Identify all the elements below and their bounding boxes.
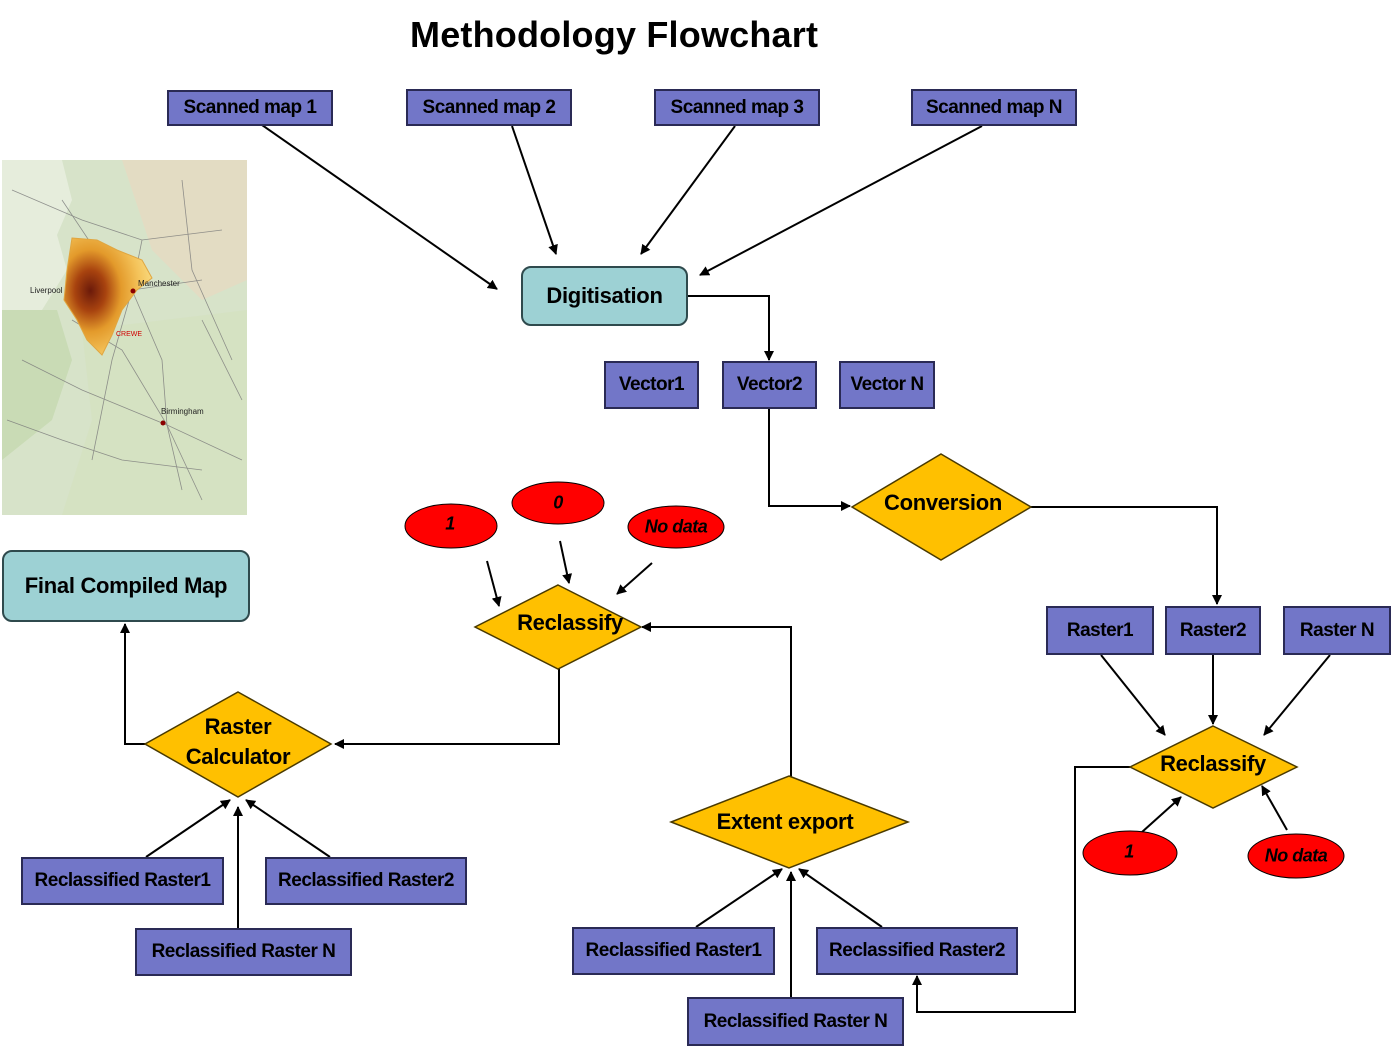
arrow-calc-raster1: [145, 799, 231, 858]
arrow-reclassify-extent-raster2: [912, 766, 1130, 1013]
map-label-birmingham: Birmingham: [161, 407, 204, 416]
arrow-extent-raster2: [798, 868, 883, 928]
extent-reclassified-raster-2-box[interactable]: Reclassified Raster2: [816, 927, 1018, 975]
value-1-label-right: 1: [1124, 841, 1134, 862]
arrow-conversion-raster2: [1031, 506, 1222, 605]
value-1-oval-center: [404, 503, 498, 549]
arrow-scan2-digitisation: [511, 125, 558, 255]
raster-calculator-line-1: Raster: [204, 714, 272, 739]
value-1-oval-right: [1082, 830, 1178, 876]
value-0-oval-center: [511, 481, 605, 525]
arrow-vector2-conversion: [768, 409, 851, 511]
arrow-value1-reclassify-center: [486, 560, 502, 607]
reclassify-center-label: Reclassify: [517, 610, 623, 635]
digitisation-box[interactable]: Digitisation: [521, 266, 688, 326]
value-nodata-label-right: No data: [1264, 845, 1328, 866]
scanned-map-2-box[interactable]: Scanned map 2: [406, 89, 572, 126]
arrow-rastern-reclassify: [1263, 654, 1331, 736]
arrow-scan1-digitisation: [261, 124, 498, 290]
map-label-crewe: CREWE: [116, 331, 143, 338]
extent-reclassified-raster-1-box[interactable]: Reclassified Raster1: [572, 927, 775, 975]
map-label-liverpool: Liverpool: [30, 286, 63, 295]
arrow-value0-reclassify-center: [559, 540, 573, 584]
scanned-map-1-box[interactable]: Scanned map 1: [167, 90, 333, 126]
value-nodata-oval-right: [1247, 833, 1345, 879]
arrow-nodata-reclassify-center: [616, 562, 653, 595]
raster-calculator-label: Raster Calculator: [186, 712, 291, 772]
arrow-calc-raster2: [245, 799, 331, 858]
calc-reclassified-raster-n-box[interactable]: Reclassified Raster N: [135, 928, 352, 976]
arrow-raster1-reclassify: [1100, 654, 1166, 736]
vector-2-box[interactable]: Vector2: [722, 361, 817, 409]
final-compiled-map-box[interactable]: Final Compiled Map: [2, 550, 250, 622]
conversion-label: Conversion: [883, 490, 1003, 515]
vector-1-box[interactable]: Vector1: [604, 361, 699, 409]
map-label-manchester: Manchester: [138, 279, 180, 288]
scanned-map-n-box[interactable]: Scanned map N: [911, 89, 1077, 126]
flowchart-title: Methodology Flowchart: [410, 14, 819, 55]
arrow-nodata-reclassify-right: [1261, 785, 1288, 831]
scanned-map-3-box[interactable]: Scanned map 3: [654, 89, 820, 126]
extent-export-diamond: [668, 775, 911, 869]
raster-1-box[interactable]: Raster1: [1046, 606, 1154, 655]
raster-calculator-line-2: Calculator: [185, 744, 291, 769]
extent-export-label: Extent export: [716, 809, 854, 834]
arrow-value1-reclassify-right: [1141, 796, 1182, 833]
arrow-extent-reclassify: [641, 622, 792, 777]
reclassify-center-diamond: [473, 584, 643, 670]
vector-n-box[interactable]: Vector N: [839, 361, 935, 409]
value-nodata-label-center: No data: [644, 516, 708, 537]
study-area-map: Liverpool Manchester CREWE Birmingham: [2, 160, 247, 515]
calc-reclassified-raster-1-box[interactable]: Reclassified Raster1: [21, 857, 224, 905]
reclassify-right-label: Reclassify: [1160, 751, 1266, 776]
raster-2-box[interactable]: Raster2: [1165, 606, 1261, 655]
arrow-reclassify-calculator: [334, 667, 560, 749]
calc-reclassified-raster-2-box[interactable]: Reclassified Raster2: [265, 857, 467, 905]
conversion-diamond: [850, 453, 1033, 561]
map-graphic: [2, 160, 247, 515]
arrow-scan3-digitisation: [640, 125, 736, 255]
extent-reclassified-raster-n-box[interactable]: Reclassified Raster N: [687, 997, 904, 1046]
value-nodata-oval-center: [627, 505, 725, 549]
arrow-extent-raster1: [695, 868, 783, 928]
value-1-label-center: 1: [445, 513, 455, 534]
raster-n-box[interactable]: Raster N: [1283, 606, 1391, 655]
arrow-digitisation-vector2: [688, 295, 774, 361]
arrow-scann-digitisation: [699, 125, 983, 276]
raster-calculator-diamond: [143, 691, 333, 798]
arrow-calculator-final: [120, 623, 145, 745]
value-0-label-center: 0: [553, 492, 563, 513]
reclassify-right-diamond: [1128, 725, 1299, 809]
